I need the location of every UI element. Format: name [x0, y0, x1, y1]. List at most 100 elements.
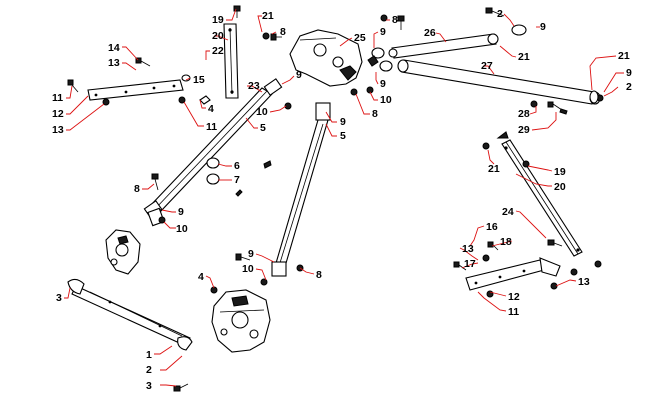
callout-label: 10: [242, 263, 254, 275]
callout-label: 29: [518, 124, 530, 136]
callout-label: 25: [354, 32, 366, 44]
nut-icon: [284, 102, 292, 110]
callout-label: 8: [280, 26, 286, 38]
callout-label: 11: [206, 121, 217, 133]
callout-label: 24: [502, 206, 514, 218]
callout-label: 3: [56, 292, 62, 304]
callout-label: 13: [462, 243, 474, 255]
callout-label: 21: [488, 163, 500, 175]
callout-label: 1: [146, 349, 152, 361]
callout-label: 21: [518, 51, 530, 63]
callout-label: 27: [481, 60, 493, 72]
callout-label: 11: [52, 92, 63, 104]
upper-tie-rod: [371, 33, 499, 59]
callout-label: 9: [340, 116, 346, 128]
callout-label: 2: [146, 364, 152, 376]
callout-label: 9: [540, 21, 546, 33]
callout-label: 8: [372, 108, 378, 120]
ball-joint-icon: [496, 131, 509, 139]
nut-icon: [570, 268, 578, 276]
callout-label: 28: [518, 108, 530, 120]
callout-label: 6: [234, 160, 240, 172]
callout-label: 19: [212, 14, 224, 26]
nut-icon: [486, 290, 494, 298]
nut-icon: [530, 100, 538, 108]
bolt-icon: [67, 79, 79, 93]
callout-label: 10: [380, 94, 392, 106]
callout-label: 4: [208, 103, 214, 115]
bolt-icon: [367, 55, 379, 67]
bolt-icon: [547, 239, 563, 247]
callout-label: 3: [146, 380, 152, 392]
callout-label: 21: [618, 50, 630, 62]
callout-label: 5: [340, 130, 346, 142]
callout-label: 2: [497, 8, 503, 20]
callout-label: 13: [52, 124, 64, 136]
bushing-icon: [206, 157, 220, 169]
nut-icon: [262, 32, 270, 40]
center-support-tube: [271, 102, 331, 277]
callout-label: 23: [248, 80, 260, 92]
bolt-icon: [485, 7, 505, 17]
nut-icon: [594, 260, 602, 268]
nut-icon: [482, 254, 490, 262]
callout-labels: 19 21 20 8 22 14 13 15 11 12 13 4 11 23 …: [52, 8, 632, 392]
cotter-pin-icon: [263, 160, 272, 169]
nut-icon: [522, 160, 530, 168]
callout-label: 19: [554, 166, 566, 178]
bolt-icon: [151, 173, 159, 191]
fasteners: [67, 5, 604, 392]
callout-label: 8: [392, 14, 398, 26]
nut-icon: [178, 96, 186, 104]
callout-label: 21: [262, 10, 274, 22]
callout-label: 5: [260, 122, 266, 134]
callout-label: 22: [212, 45, 224, 57]
callout-label: 9: [380, 26, 386, 38]
leader-lines: [64, 8, 624, 387]
callout-label: 8: [134, 183, 140, 195]
bolt-icon: [397, 15, 405, 30]
bushing-icon: [206, 173, 220, 185]
bolt-icon: [135, 57, 151, 67]
callout-label: 10: [256, 106, 268, 118]
left-bracket-arm: [87, 79, 184, 101]
end-cap-icon: [511, 24, 527, 36]
pivot-bracket: [289, 29, 363, 87]
steering-column-tube: [143, 78, 283, 218]
callout-label: 9: [248, 248, 254, 260]
callout-label: 12: [508, 291, 520, 303]
right-lower-bracket: [465, 257, 561, 291]
end-cap-icon: [589, 90, 599, 104]
gearbox-housing-left: [105, 207, 165, 275]
bolt-icon: [173, 383, 189, 392]
callout-label: 9: [178, 206, 184, 218]
nut-icon: [350, 88, 358, 96]
cotter-pin-icon: [235, 189, 243, 197]
callout-label: 9: [380, 78, 386, 90]
callout-label: 15: [193, 74, 205, 86]
callout-label: 14: [108, 42, 120, 54]
nut-icon: [158, 216, 166, 224]
callout-label: 10: [176, 223, 188, 235]
nut-icon: [102, 98, 110, 106]
callout-label: 12: [52, 108, 64, 120]
upper-left-strut: [223, 23, 239, 99]
bolt-icon: [547, 101, 563, 111]
callout-label: 2: [626, 81, 632, 93]
lower-left-long-bar: [67, 278, 193, 351]
callout-label: 18: [500, 236, 512, 248]
callout-label: 9: [296, 69, 302, 81]
right-diagonal-strut: [501, 139, 583, 257]
callout-label: 17: [464, 258, 476, 270]
gearbox-housing-center: [211, 289, 271, 353]
cotter-pin-icon: [559, 108, 568, 115]
bushing-icon: [181, 74, 191, 82]
bolt-icon: [235, 253, 251, 261]
nut-icon: [482, 142, 490, 150]
bolt-icon: [233, 5, 241, 18]
clip-icon: [199, 95, 211, 105]
callout-label: 8: [316, 269, 322, 281]
callout-label: 20: [554, 181, 566, 193]
nut-icon: [380, 14, 388, 22]
